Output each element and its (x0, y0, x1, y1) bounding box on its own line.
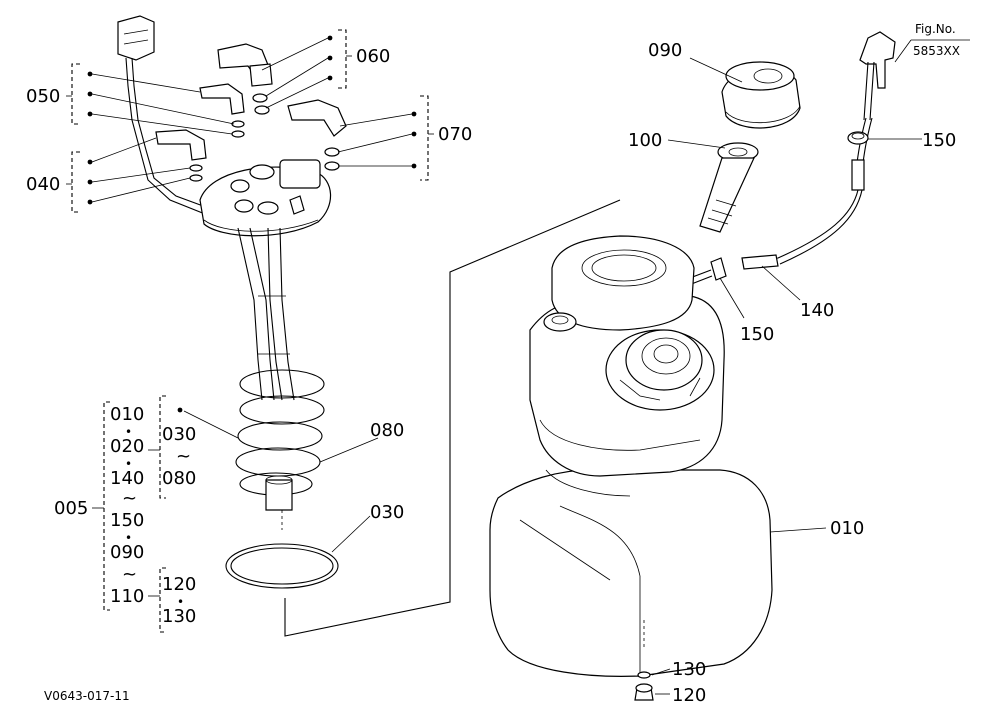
callout-120-bolt: 120 (672, 685, 706, 706)
elbow-050 (199, 83, 245, 138)
callout-010-tank: 010 (830, 518, 864, 539)
kit-group-005: 005 010 • 020 • 140 ~ 150 • 090 ~ 110 03… (54, 395, 239, 633)
bracket-060: 060 (327, 29, 390, 89)
drain-bolt: 120 (634, 683, 706, 706)
callout-090: 090 (648, 40, 682, 61)
callout-005: 005 (54, 498, 88, 519)
callout-040: 040 (26, 174, 60, 195)
tilde-1: ~ (122, 488, 137, 509)
fuel-tank: 010 (489, 235, 864, 677)
group-110: 110 (110, 586, 144, 607)
hose-segment-140: 140 (741, 254, 834, 321)
bracket-040: 040 (26, 151, 93, 213)
tilde-2: ~ (122, 564, 137, 585)
group-020: 020 (110, 436, 144, 457)
group-140: 140 (110, 468, 144, 489)
group-080: 080 (162, 468, 196, 489)
tilde-3: ~ (176, 446, 191, 467)
drain-washer: 130 (637, 659, 706, 680)
bracket-070: 070 (411, 95, 472, 181)
hose-bracket (855, 31, 896, 171)
hose-clamp-mid: 150 (710, 257, 774, 345)
dot-3: • (125, 531, 132, 545)
leader-lines-left (91, 73, 235, 203)
elbow-060 (217, 43, 273, 115)
dot-4: • (177, 595, 184, 609)
callout-100: 100 (628, 130, 662, 151)
elbow-040 (155, 129, 207, 182)
callout-080: 080 (370, 420, 404, 441)
callout-150-top: 150 (922, 130, 956, 151)
group-010: 010 (110, 404, 144, 425)
o-ring-030: 030 (225, 502, 404, 589)
breather-hose (741, 189, 859, 263)
callout-030: 030 (370, 502, 404, 523)
callout-050: 050 (26, 86, 60, 107)
drawing-code: V0643-017-11 (44, 689, 130, 703)
fuel-cap: 090 (648, 40, 801, 129)
group-090: 090 (110, 542, 144, 563)
hose-clamp-top: 150 (847, 130, 956, 191)
assembly-leader-line (284, 199, 621, 637)
dot-1: • (125, 425, 132, 439)
bracket-050: 050 (26, 63, 93, 125)
filter-coil (235, 369, 325, 511)
dot-2: • (125, 457, 132, 471)
callout-060: 060 (356, 46, 390, 67)
group-150: 150 (110, 510, 144, 531)
fig-leader (894, 39, 912, 63)
fig-label: Fig.No. (915, 22, 956, 36)
callout-130-washer: 130 (672, 659, 706, 680)
leader-lines-right (261, 37, 413, 167)
callout-140: 140 (800, 300, 834, 321)
callout-070: 070 (438, 124, 472, 145)
callout-150-mid: 150 (740, 324, 774, 345)
filler-strainer: 100 (628, 130, 759, 233)
group-030: 030 (162, 424, 196, 445)
fuel-sender-assembly: 080 (117, 15, 404, 530)
group-130: 130 (162, 606, 196, 627)
fig-number-block: Fig.No. 5853XX (894, 22, 970, 63)
group-120: 120 (162, 574, 196, 595)
fig-number: 5853XX (913, 44, 960, 58)
